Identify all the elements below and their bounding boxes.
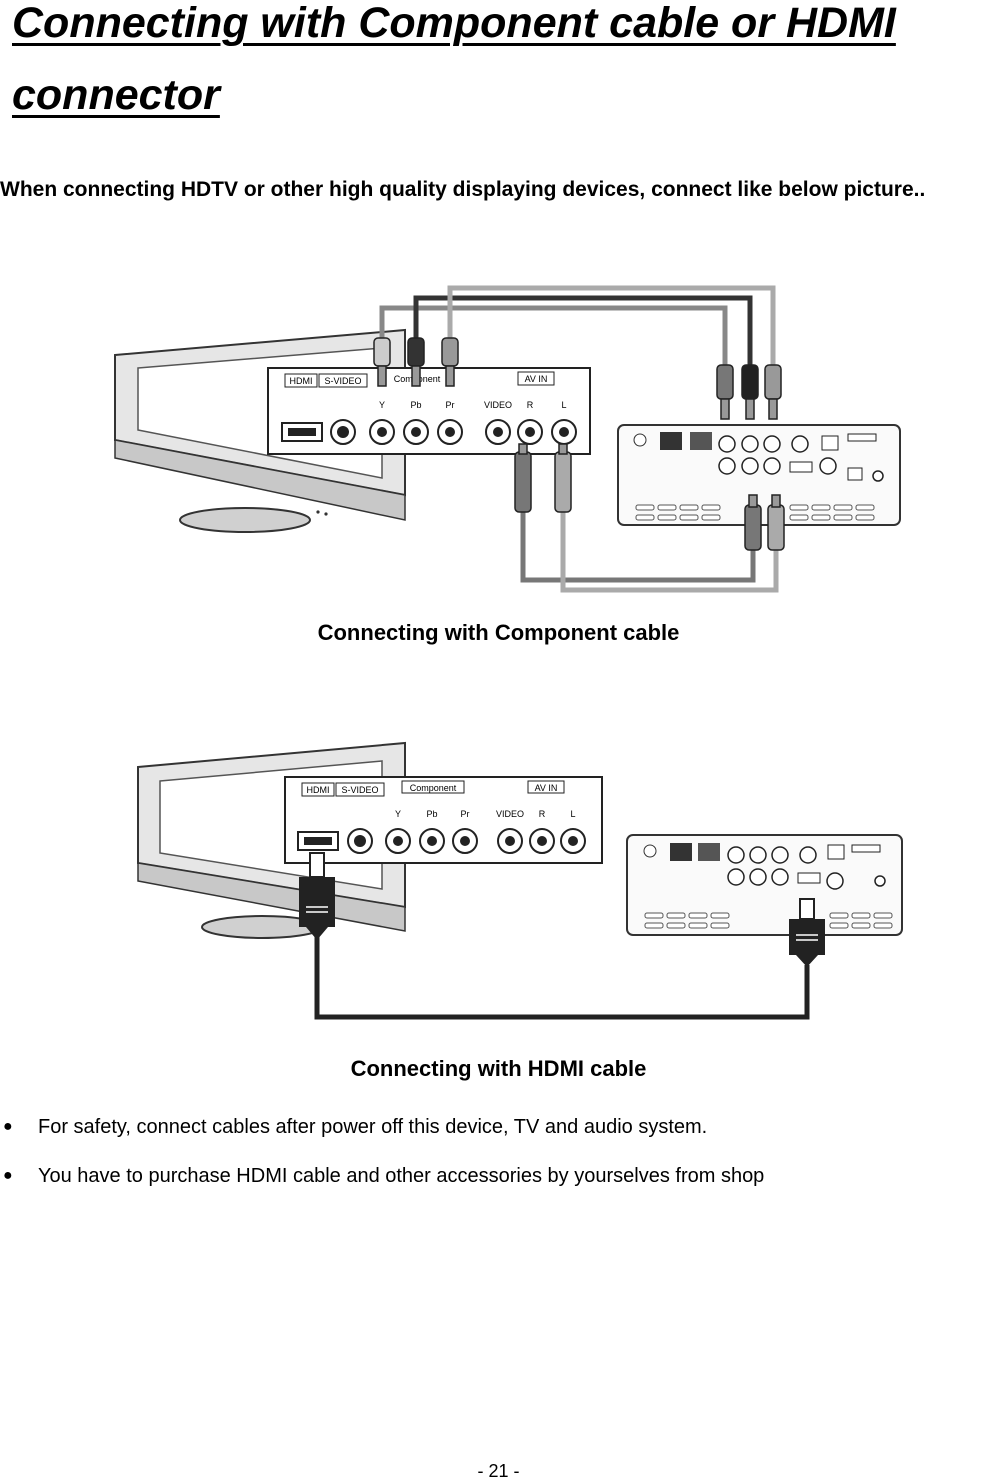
svg-text:Pr: Pr [461,809,470,819]
svg-text:L: L [570,809,575,819]
panel-label-av-in: AV IN [525,374,548,384]
bullet-icon: ● [3,1118,13,1135]
note-text: For safety, connect cables after power o… [38,1116,708,1138]
panel-label-hdmi: HDMI [290,376,313,386]
rca-plugs [373,337,785,551]
tv-input-panel: HDMI S-VIDEO Component AV IN Y Pb Pr VID… [267,367,591,455]
svg-text:Pb: Pb [410,400,421,410]
hdmi-cable [299,852,825,1020]
svg-text:L: L [561,400,566,410]
svg-text:Pr: Pr [446,400,455,410]
intro-paragraph: When connecting HDTV or other high quali… [0,178,926,201]
hdmi-connection-diagram: HDMI S-VIDEO Component AV IN Y Pb Pr VID… [137,741,903,1020]
audio-cables [520,512,779,593]
note-text: You have to purchase HDMI cable and othe… [38,1165,765,1187]
player-rear-panel [626,834,903,936]
panel-label-svideo: S-VIDEO [324,376,361,386]
list-item: ● For safety, connect cables after power… [0,1116,997,1144]
page-number: - 21 - [477,1461,520,1481]
svg-text:R: R [539,809,546,819]
hdmi-connection-figure: HDMI S-VIDEO Component AV IN Y Pb Pr VID… [130,735,910,1025]
figure-2-caption: Connecting with HDMI cable [350,1056,647,1081]
figure-1-caption: Connecting with Component cable [317,620,680,645]
svg-text:Y: Y [379,400,385,410]
svg-text:HDMI: HDMI [307,785,330,795]
svg-text:Pb: Pb [426,809,437,819]
component-connection-diagram: HDMI S-VIDEO Component AV IN Y Pb Pr VID… [114,285,901,593]
svg-text:S-VIDEO: S-VIDEO [341,785,378,795]
player-rear-panel [617,424,901,526]
bullet-icon: ● [3,1167,13,1184]
page-title-line-2: connector [12,71,220,119]
component-cables [379,285,776,365]
list-item: ● You have to purchase HDMI cable and ot… [0,1165,997,1193]
component-connection-figure: HDMI S-VIDEO Component AV IN Y Pb Pr VID… [100,280,910,600]
tv-input-panel: HDMI S-VIDEO Component AV IN Y Pb Pr VID… [284,776,603,864]
svg-text:R: R [527,400,534,410]
svg-text:VIDEO: VIDEO [496,809,524,819]
page-title-line-1: Connecting with Component cable or HDMI [12,0,896,47]
svg-text:Y: Y [395,809,401,819]
svg-text:Component: Component [410,783,457,793]
svg-text:AV IN: AV IN [535,783,558,793]
svg-text:VIDEO: VIDEO [484,400,512,410]
